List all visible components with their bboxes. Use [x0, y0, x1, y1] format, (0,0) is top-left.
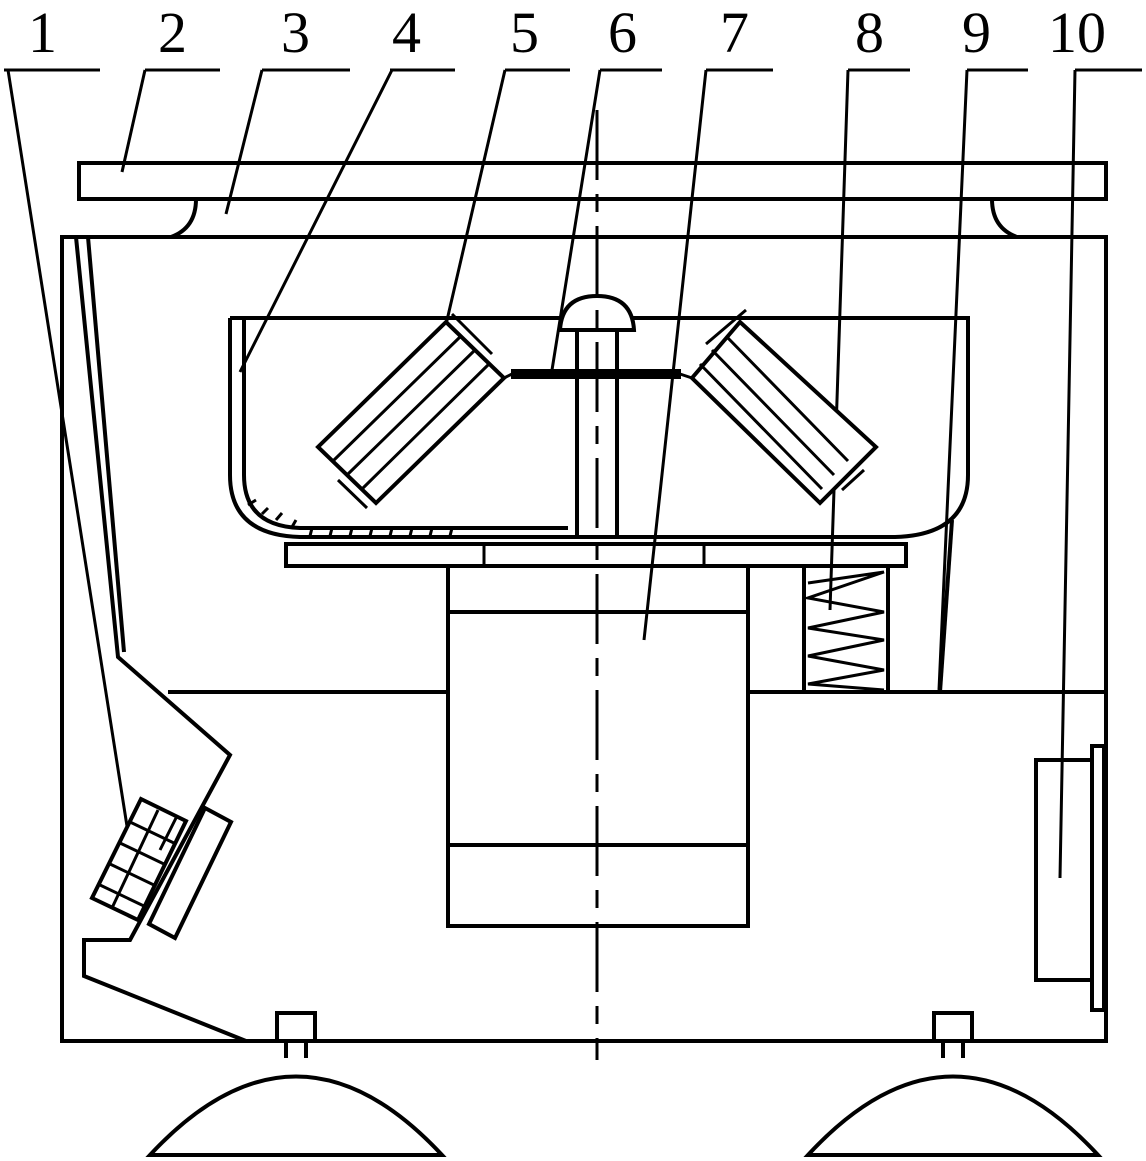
detector-block	[89, 796, 189, 923]
leader-line-3	[224, 68, 350, 215]
bracket-left	[170, 198, 198, 239]
tube-left-lines	[331, 312, 494, 510]
detector-grid-lines	[99, 809, 178, 909]
leader-line-5	[433, 68, 570, 373]
foot-right-dome	[803, 1074, 1103, 1157]
callout-label-4: 4	[392, 0, 421, 65]
foot-right	[803, 1011, 1103, 1157]
foot-left	[145, 1011, 447, 1157]
housing	[60, 235, 1108, 1043]
callout-label-8: 8	[855, 0, 884, 65]
leader-line-8	[828, 68, 910, 611]
callout-label-2: 2	[158, 0, 187, 65]
spring-coil	[802, 570, 885, 692]
foot-left-stem	[284, 1041, 308, 1058]
spring-frame	[802, 564, 890, 694]
callout-label-10: 10	[1048, 0, 1106, 65]
central-shaft	[575, 330, 619, 537]
sample-tube-left	[315, 312, 507, 510]
callout-label-6: 6	[608, 0, 637, 65]
foot-right-stem	[941, 1041, 965, 1058]
base-plate-divisions	[482, 544, 706, 566]
callout-label-5: 5	[510, 0, 539, 65]
bowl-support-right	[938, 519, 954, 693]
spring	[802, 564, 890, 694]
callout-label-7: 7	[720, 0, 749, 65]
bowl-hatching	[247, 498, 454, 537]
leader-line-4	[238, 68, 455, 373]
leader-line-1	[4, 68, 134, 859]
foot-left-post	[275, 1011, 317, 1043]
leader-lines	[4, 68, 1142, 879]
foot-right-post	[932, 1011, 974, 1043]
side-panel	[1034, 744, 1106, 1012]
bowl-inner	[242, 320, 568, 530]
side-panel-rail	[1090, 744, 1106, 1012]
bracket-right	[990, 198, 1018, 239]
detector-housing	[146, 805, 234, 941]
leader-line-9	[937, 68, 1028, 691]
detector-module	[89, 796, 234, 941]
leader-line-2	[120, 68, 220, 173]
inner-wall-line	[86, 236, 126, 653]
bowl-outer	[228, 316, 970, 539]
cross-bar-links	[503, 372, 693, 380]
inclined-wall	[74, 236, 247, 1043]
tube-right-body	[689, 319, 879, 506]
top-plate	[77, 161, 1108, 201]
callout-labels: 1 2 3 4 5 6 7 8 9 10	[28, 0, 1106, 65]
side-panel-body	[1034, 758, 1094, 982]
callout-label-3: 3	[281, 0, 310, 65]
callout-label-9: 9	[962, 0, 991, 65]
foot-left-dome	[145, 1074, 447, 1157]
callout-label-1: 1	[28, 0, 57, 65]
leader-line-10	[1058, 68, 1142, 879]
sample-tube-right	[689, 308, 879, 506]
tube-right-lines	[698, 308, 866, 492]
